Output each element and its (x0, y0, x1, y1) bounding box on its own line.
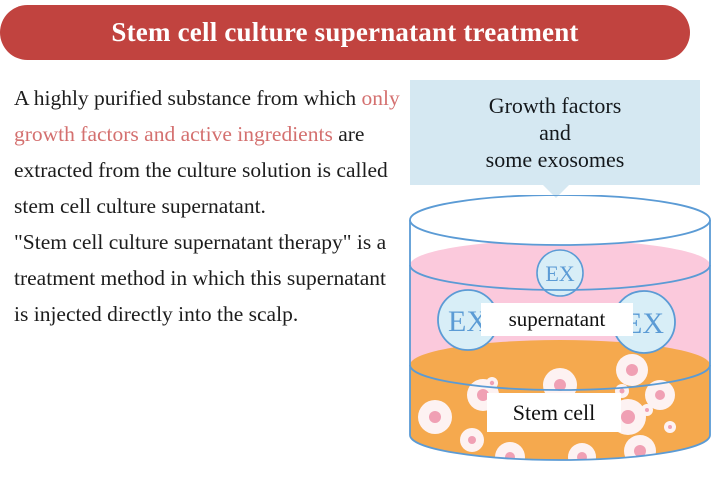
page-title-banner: Stem cell culture supernatant treatment (0, 5, 690, 60)
growth-factors-callout-text: Growth factors and some exosomes (485, 93, 625, 172)
stem-cell (624, 435, 656, 460)
stem-cell (568, 443, 596, 460)
stem-cell-surface-line (409, 364, 711, 391)
vessel-outline (409, 195, 711, 461)
supernatant-surface-line (409, 264, 711, 291)
body-copy: A highly purified substance from which o… (14, 80, 402, 332)
stem-cell (460, 428, 484, 452)
page-title: Stem cell culture supernatant treatment (111, 17, 579, 47)
stem-cell (541, 466, 555, 480)
paragraph-1-highlight: only growth factors and active ingredien… (14, 86, 400, 146)
paragraph-1-tail: are extracted from the culture solution … (14, 122, 388, 218)
paragraph-2: "Stem cell culture supernatant therapy" … (14, 230, 387, 326)
stem-cell (664, 421, 676, 433)
exosome-label: EX (545, 261, 574, 286)
exosome-bubble: EX (536, 249, 584, 297)
paragraph-1-lead: A highly purified substance from which (14, 86, 362, 110)
paragraph-1: A highly purified substance from which o… (14, 80, 402, 224)
culture-vessel-diagram: EX EX EX (400, 195, 720, 480)
supernatant-label-text: supernatant (508, 307, 606, 331)
culture-vessel-svg: EX EX EX (409, 195, 711, 480)
stem-cell (486, 377, 498, 389)
supernatant-label: supernatant (481, 303, 633, 336)
stem-cell (616, 354, 648, 386)
stem-cell (619, 464, 633, 478)
stem-cell (495, 442, 525, 460)
stem-cell (645, 380, 675, 410)
stem-cell-label: Stem cell (487, 393, 621, 432)
stem-cell (641, 404, 653, 416)
growth-factors-callout: Growth factors and some exosomes (410, 80, 700, 185)
stem-cell (418, 400, 452, 434)
stem-cell-label-text: Stem cell (512, 399, 596, 425)
